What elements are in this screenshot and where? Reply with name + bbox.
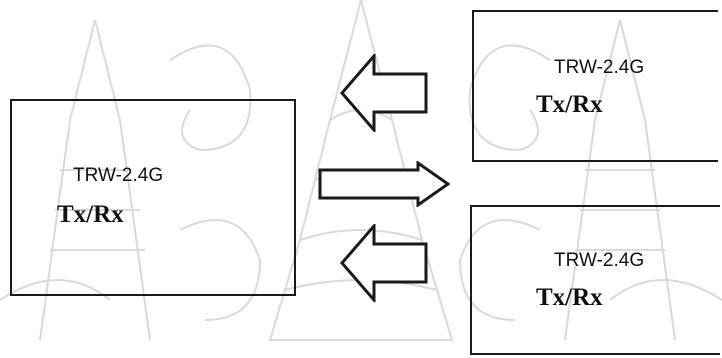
left-node-mode: Tx/Rx xyxy=(57,201,124,229)
top-right-node-model: TRW-2.4G xyxy=(554,57,644,79)
bottom-right-node-box xyxy=(470,205,720,355)
left-node-model: TRW-2.4G xyxy=(73,165,163,187)
right-arrow-middle xyxy=(318,161,450,207)
top-right-node-mode: Tx/Rx xyxy=(536,91,603,119)
bottom-right-node-mode: Tx/Rx xyxy=(536,284,603,312)
left-arrow-top xyxy=(340,54,428,132)
left-arrow-bottom xyxy=(340,224,428,302)
bottom-right-node-model: TRW-2.4G xyxy=(554,250,644,272)
left-node-box xyxy=(10,99,296,296)
top-right-node-box xyxy=(472,10,718,162)
